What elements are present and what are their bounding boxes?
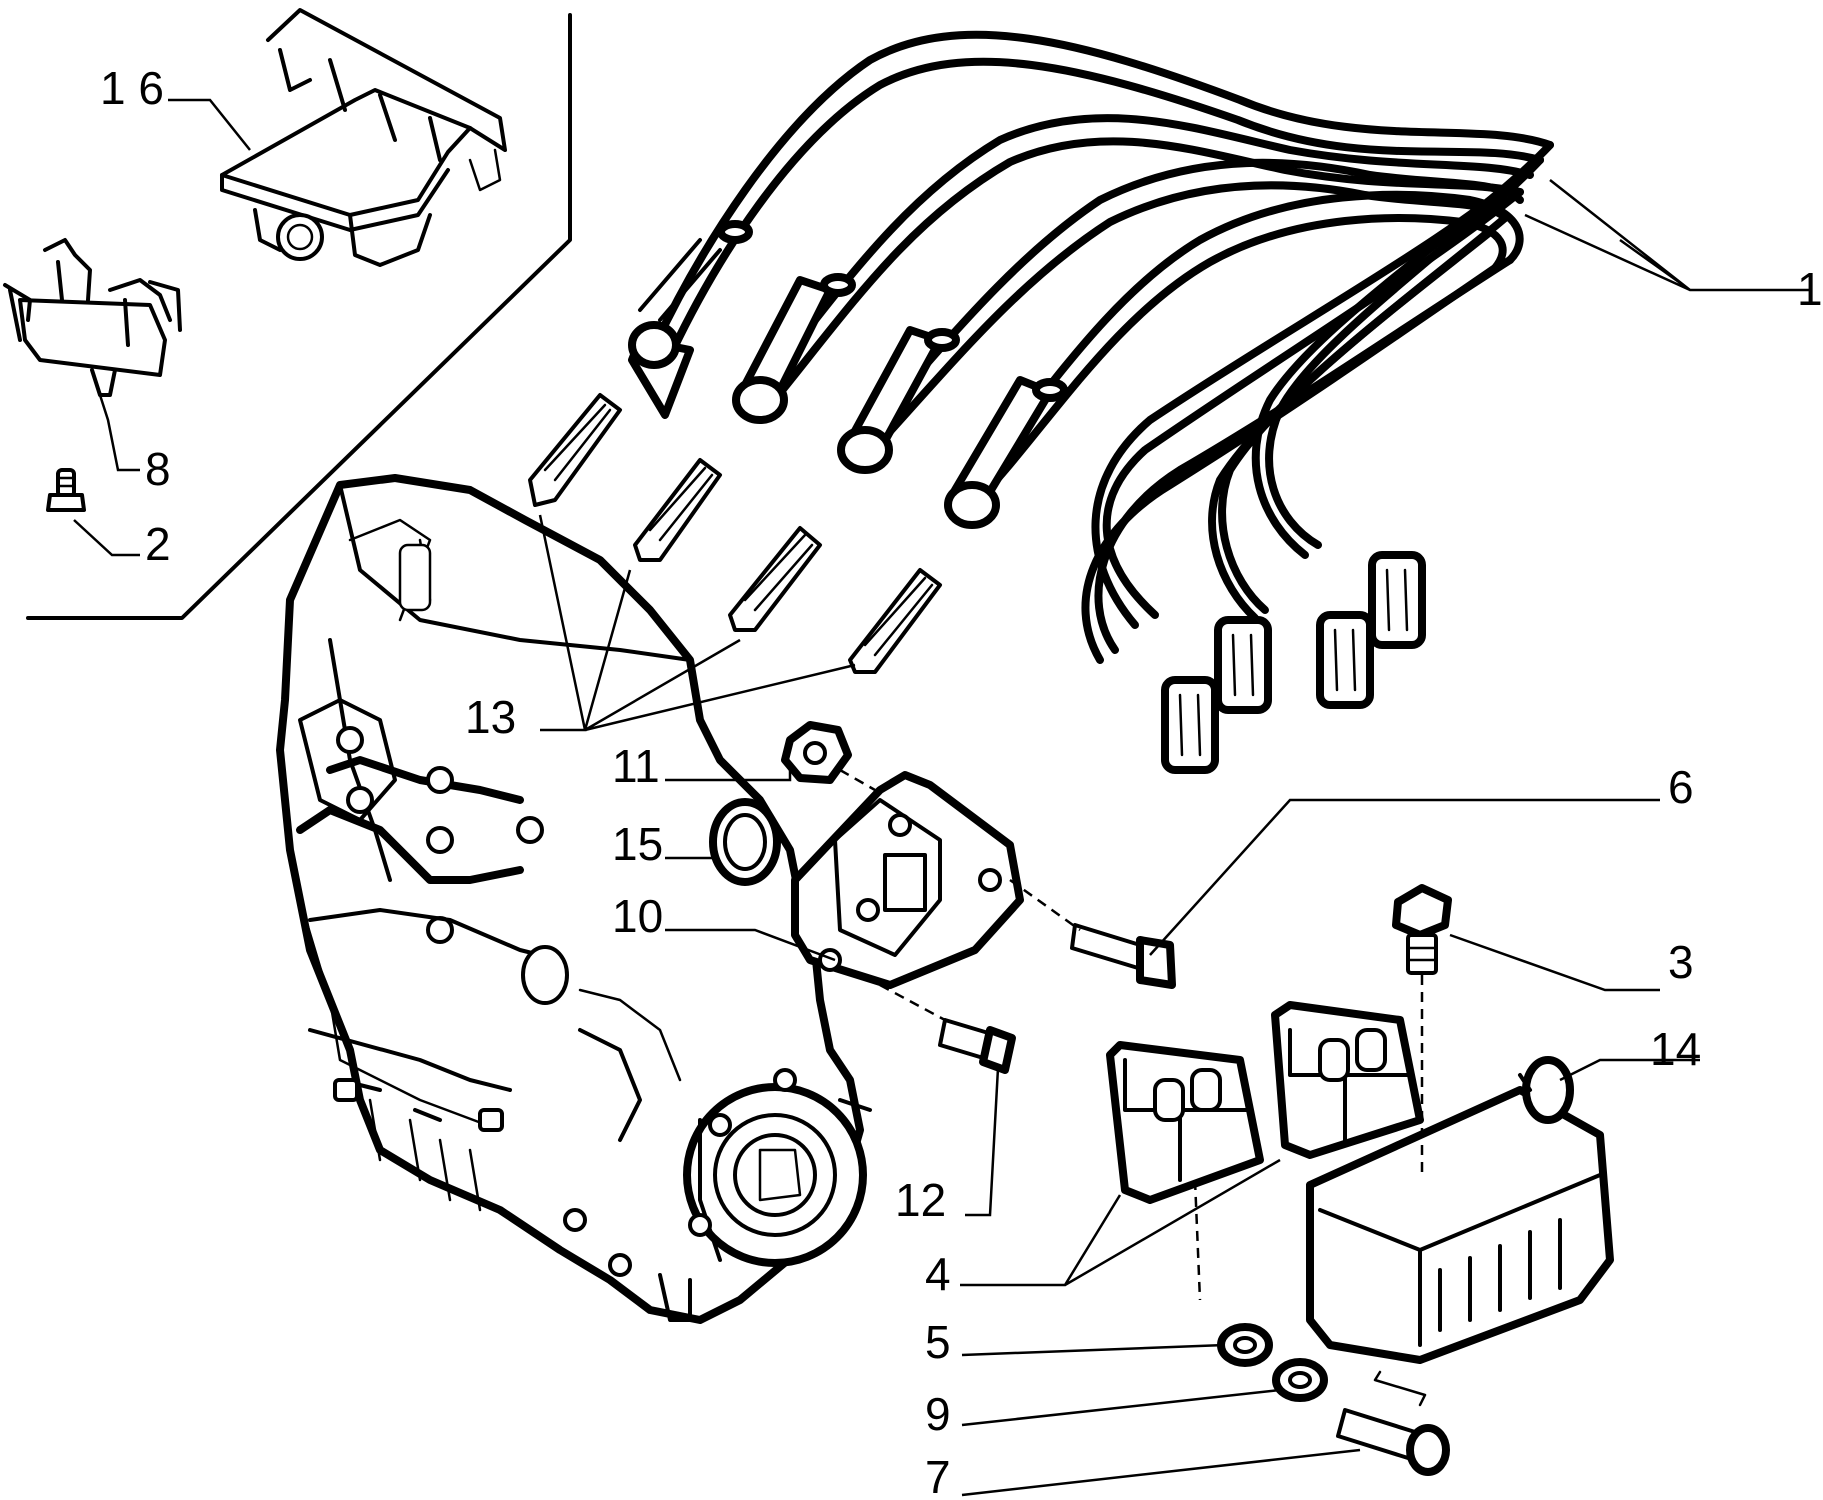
axis-6 (1009, 878, 1081, 932)
part-16-bracket (220, 8, 507, 267)
part-5-washer (1217, 1323, 1273, 1367)
part-1-ignition-leads (628, 30, 1554, 774)
part-7-bolt (1336, 1370, 1450, 1476)
callout-5: 5 (925, 1316, 951, 1368)
part-6-bolt (1070, 923, 1176, 989)
engine-block (276, 474, 872, 1324)
callout-16: 1 6 (100, 62, 164, 114)
callout-7: 7 (925, 1451, 951, 1500)
part-15-o-ring (709, 798, 781, 886)
part-13-spark-plugs (528, 393, 942, 674)
callout-6: 6 (1668, 761, 1694, 813)
part-12-bolt (938, 1018, 1016, 1074)
callout-11: 11 (612, 740, 660, 792)
callout-13: 13 (465, 691, 516, 743)
part-3-bolt (1392, 884, 1452, 975)
axis-12 (879, 983, 946, 1022)
spark-plug-boots (628, 220, 1068, 529)
part-8-clip (3, 238, 182, 397)
callout-3: 3 (1668, 936, 1694, 988)
part-9-washer (1272, 1358, 1328, 1402)
callout-8: 8 (145, 443, 171, 495)
axis-11 (839, 768, 876, 792)
coil-boots (1161, 551, 1426, 774)
callout-9: 9 (925, 1388, 951, 1440)
leader-lines (73, 98, 1810, 1497)
callout-14: 14 (1650, 1023, 1701, 1075)
axis-5-9 (1193, 1179, 1202, 1301)
callout-10: 10 (612, 890, 663, 942)
part-4-ignition-coils (1106, 1001, 1424, 1204)
callout-4: 4 (925, 1248, 951, 1300)
part-14-coil-cover (1306, 1056, 1614, 1364)
part-11-nut (781, 721, 852, 784)
callout-15: 15 (612, 818, 663, 870)
part-10-coil-bracket (791, 771, 1024, 989)
inset-separator-line (26, 13, 572, 620)
part-2-bolt (46, 468, 86, 512)
callout-1: 1 (1797, 263, 1823, 315)
callout-12: 12 (895, 1174, 946, 1226)
callout-2: 2 (145, 518, 171, 570)
